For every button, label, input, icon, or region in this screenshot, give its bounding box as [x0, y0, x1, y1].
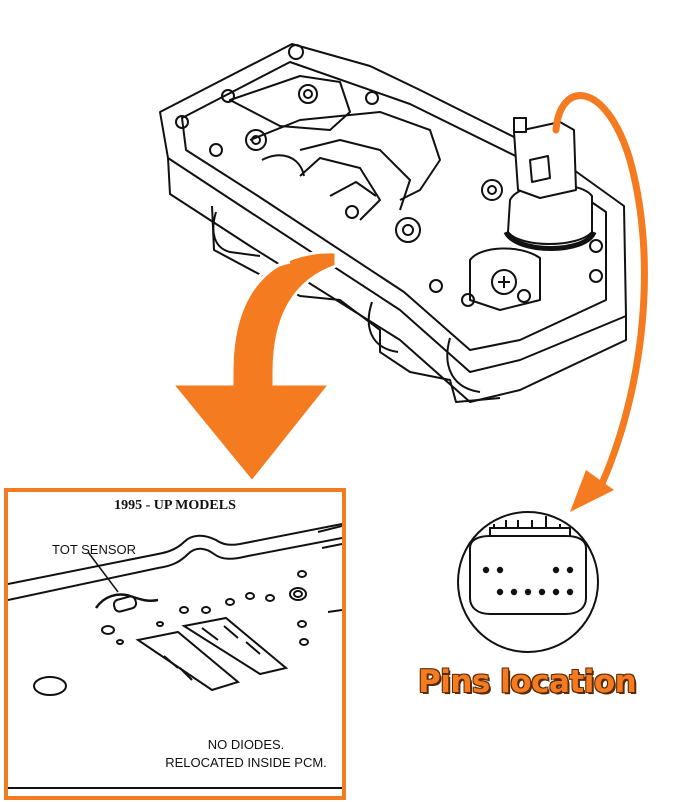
- diode-note: NO DIODES. RELOCATED INSIDE PCM.: [146, 736, 342, 772]
- tot-sensor-label: TOT SENSOR: [52, 542, 137, 557]
- solenoid-body-drawing: [159, 43, 627, 403]
- curved-arrow: [168, 250, 338, 485]
- connector-face: [457, 511, 599, 653]
- diode-note-line1: NO DIODES.: [207, 737, 285, 752]
- diode-note-line2: RELOCATED INSIDE PCM.: [165, 755, 327, 770]
- curved-arrow: [552, 92, 648, 512]
- inset-drawing: [8, 523, 342, 789]
- inset-panel: 1995 - UP MODELS TOT SENSOR NO DIODES. R…: [4, 488, 346, 800]
- inset-title: 1995 - UP MODELS: [114, 498, 236, 513]
- pins-location-caption: Pins location: [418, 664, 637, 700]
